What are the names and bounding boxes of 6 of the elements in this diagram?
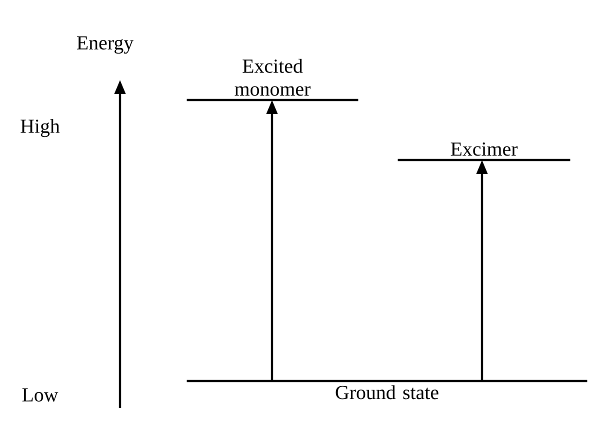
axis-label: High	[20, 118, 60, 138]
energy-level: Excimer	[398, 142, 570, 162]
energy-level: Ground state	[186, 380, 588, 400]
energy-level: Excited monomer	[186, 58, 358, 102]
axis-label: Low	[22, 388, 58, 402]
axis-label: Energy	[77, 36, 134, 54]
